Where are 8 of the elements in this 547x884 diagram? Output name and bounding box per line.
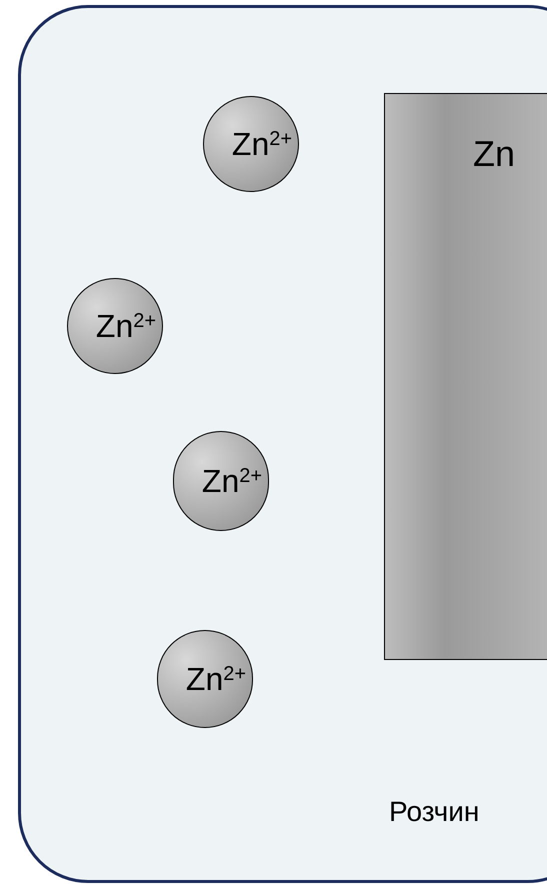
electrode-label: Zn	[473, 136, 516, 172]
ion-label: Zn$^{2+}$	[202, 465, 262, 497]
solution-vessel	[18, 5, 547, 883]
ion-label: Zn$^{2+}$	[96, 310, 156, 342]
solution-label: Розчин	[389, 795, 480, 829]
ion-label: Zn$^{2+}$	[186, 663, 246, 695]
zinc-electrode	[384, 93, 547, 660]
ion-label: Zn$^{2+}$	[232, 128, 292, 160]
